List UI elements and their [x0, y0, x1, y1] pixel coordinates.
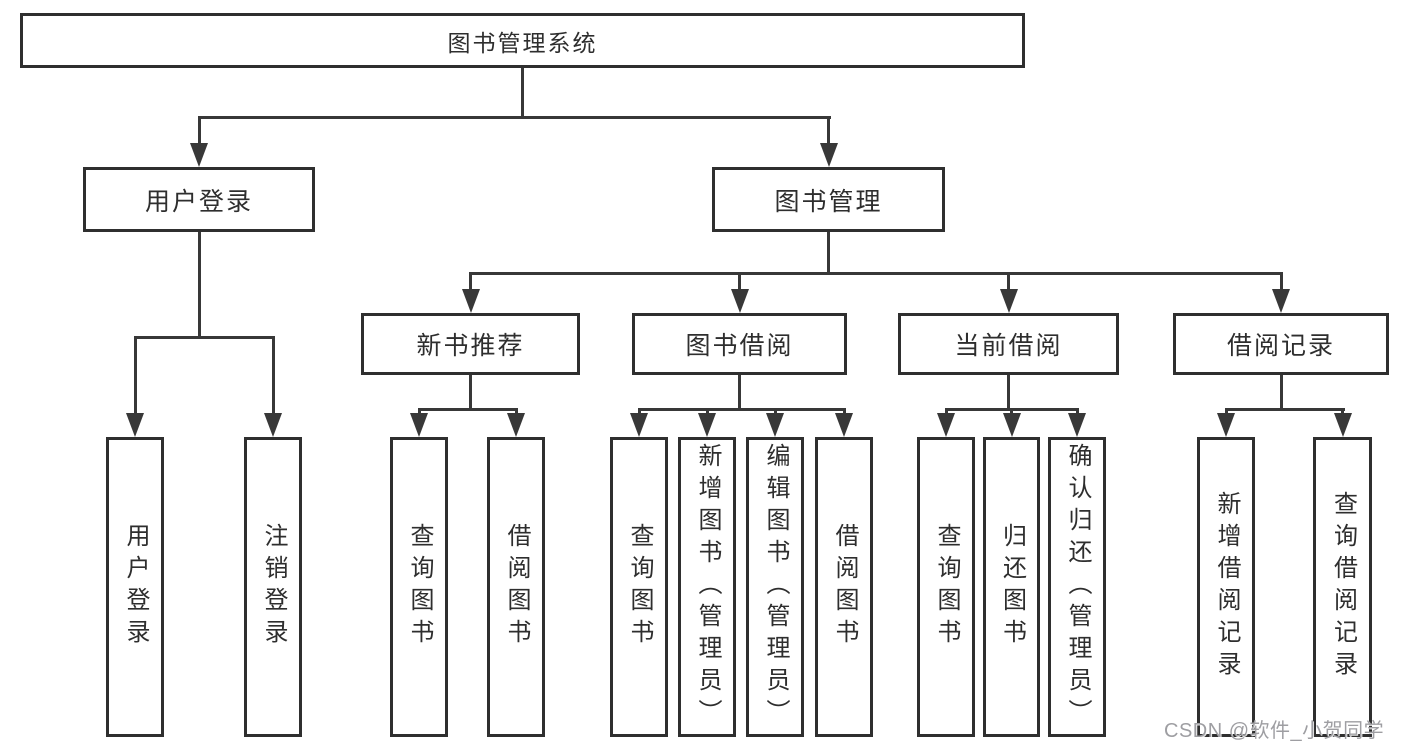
node-book-management: 图书管理 [712, 167, 945, 232]
connector-line [738, 272, 741, 291]
node-label: 新增借阅记录 [1213, 491, 1240, 683]
node-borrowing-records: 借阅记录 [1173, 313, 1389, 375]
connector-line [417, 408, 518, 411]
arrow-down-icon [126, 413, 144, 437]
leaf-add-book-admin: 新增图书（管理员） [678, 437, 736, 737]
arrow-down-icon [1068, 413, 1086, 437]
leaf-edit-book-admin: 编辑图书（管理员） [746, 437, 804, 737]
connector-line [469, 272, 472, 291]
node-label: 图书管理系统 [447, 29, 598, 56]
connector-line [271, 336, 275, 415]
connector-line [520, 68, 524, 118]
connector-line [469, 375, 472, 411]
connector-line [705, 408, 709, 415]
connector-line [133, 336, 137, 415]
arrow-down-icon [937, 413, 955, 437]
connector-line [637, 408, 846, 411]
connector-line [944, 408, 948, 415]
node-label: 用户登录 [144, 187, 253, 216]
node-label: 当前借阅 [954, 332, 1063, 360]
connector-line [637, 408, 641, 415]
connector-line [514, 408, 518, 415]
arrow-down-icon [264, 413, 282, 437]
arrow-down-icon [410, 413, 428, 437]
node-label: 查询借阅记录 [1329, 491, 1357, 683]
arrow-down-icon [190, 143, 208, 167]
leaf-query-books-1: 查询图书 [390, 437, 448, 737]
leaf-logout: 注销登录 [244, 437, 302, 737]
node-book-borrowing: 图书借阅 [632, 313, 847, 375]
node-user-login: 用户登录 [83, 167, 315, 232]
arrow-down-icon [698, 413, 716, 437]
connector-line [827, 116, 830, 145]
node-new-book-recommendation: 新书推荐 [361, 313, 580, 375]
connector-line [1007, 375, 1010, 411]
node-label: 新增图书（管理员） [694, 443, 721, 731]
arrow-down-icon [766, 413, 784, 437]
leaf-borrow-books-2: 借阅图书 [815, 437, 873, 737]
connector-line [1279, 272, 1283, 291]
connector-line [1010, 408, 1013, 415]
node-label: 确认归还（管理员） [1064, 443, 1091, 731]
arrow-down-icon [1333, 413, 1352, 437]
connector-line [1007, 272, 1010, 291]
connector-line [738, 375, 741, 411]
connector-line [1224, 408, 1228, 415]
leaf-add-borrow-record: 新增借阅记录 [1197, 437, 1255, 737]
arrow-down-icon [630, 413, 648, 437]
connector-line [1279, 375, 1283, 411]
arrow-down-icon [507, 413, 525, 437]
connector-line [1224, 408, 1345, 411]
node-label: 图书管理 [774, 187, 883, 216]
leaf-return-books: 归还图书 [983, 437, 1040, 737]
connector-line [1341, 408, 1344, 415]
leaf-query-books-3: 查询图书 [917, 437, 975, 737]
arrow-down-icon [819, 143, 838, 167]
node-label: 借阅图书 [503, 523, 530, 651]
node-current-borrowing: 当前借阅 [898, 313, 1119, 375]
leaf-borrow-books-1: 借阅图书 [487, 437, 545, 737]
leaf-query-borrow-record: 查询借阅记录 [1313, 437, 1372, 737]
node-label: 图书借阅 [685, 332, 794, 360]
leaf-confirm-return-admin: 确认归还（管理员） [1048, 437, 1106, 737]
connector-line [842, 408, 846, 415]
arrow-down-icon [1217, 413, 1235, 437]
node-label: 新书推荐 [416, 332, 525, 360]
node-root: 图书管理系统 [20, 13, 1025, 68]
connector-line [133, 336, 275, 339]
arrow-down-icon [835, 413, 853, 437]
node-label: 用户登录 [122, 523, 149, 651]
node-label: 查询图书 [406, 523, 433, 651]
connector-line [197, 232, 201, 339]
arrow-down-icon [1272, 289, 1290, 313]
connector-line [469, 272, 1283, 275]
node-label: 注销登录 [260, 523, 287, 651]
connector-line [197, 116, 201, 145]
node-label: 借阅记录 [1226, 332, 1335, 360]
connector-line [773, 408, 777, 415]
connector-line [827, 232, 830, 275]
node-label: 查询图书 [626, 523, 653, 651]
connector-line [417, 408, 421, 415]
connector-line [197, 116, 831, 119]
watermark: CSDN @软件_小贺同学 [1164, 720, 1385, 742]
leaf-query-books-2: 查询图书 [610, 437, 668, 737]
node-label: 借阅图书 [831, 523, 858, 651]
arrow-down-icon [999, 289, 1018, 313]
connector-line [1075, 408, 1079, 415]
arrow-down-icon [1002, 413, 1021, 437]
node-label: 编辑图书（管理员） [762, 443, 789, 731]
node-label: 归还图书 [998, 523, 1026, 651]
arrow-down-icon [730, 289, 749, 313]
arrow-down-icon [461, 289, 480, 313]
leaf-user-login: 用户登录 [106, 437, 164, 737]
node-label: 查询图书 [933, 523, 960, 651]
